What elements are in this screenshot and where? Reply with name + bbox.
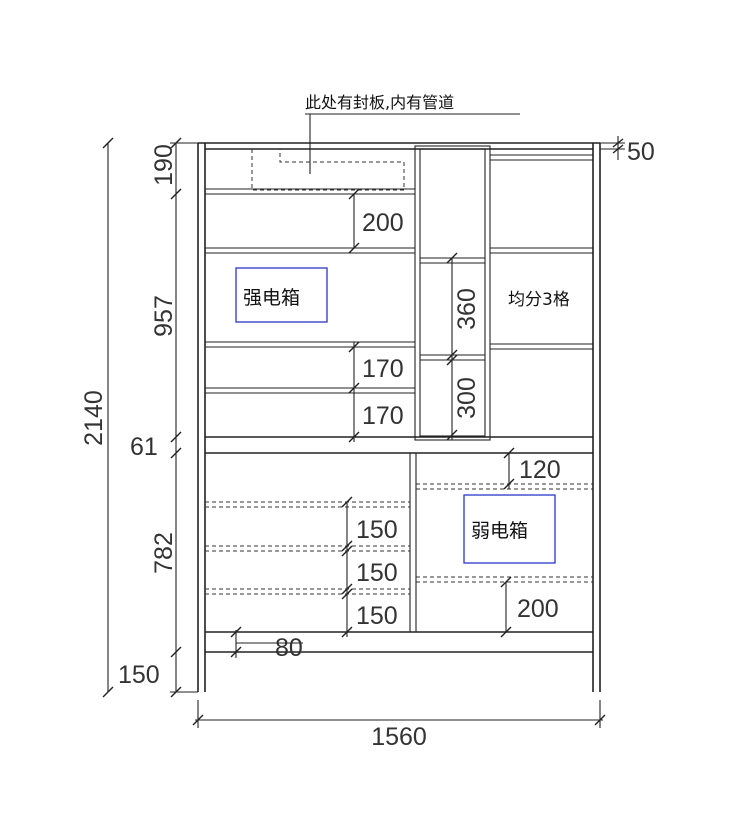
strong-box-outline bbox=[235, 267, 328, 323]
left-dimensions: 2140 190 957 61 782 150 bbox=[80, 137, 198, 698]
sealed-panel-outline bbox=[251, 149, 405, 191]
lower-section bbox=[205, 453, 593, 653]
dim-lower-right-120: 120 bbox=[519, 456, 561, 484]
pipe-note: 此处有封板,内有管道 bbox=[305, 93, 520, 174]
weak-box-outline bbox=[463, 494, 556, 564]
cabinet-frame bbox=[197, 142, 601, 692]
dim-column-300: 300 bbox=[453, 377, 481, 419]
upper-right-shelves bbox=[490, 154, 593, 350]
strong-box-label: 强电箱 bbox=[243, 287, 300, 309]
dim-lower-right-200: 200 bbox=[517, 595, 559, 623]
dim-left-782: 782 bbox=[150, 532, 178, 574]
dim-column-360: 360 bbox=[453, 288, 481, 330]
dim-total-width: 1560 bbox=[371, 723, 427, 751]
dim-lower-150-b: 150 bbox=[356, 559, 398, 587]
lower-right-dimensions: 120 200 bbox=[500, 447, 561, 638]
dim-lower-150-c: 150 bbox=[356, 602, 398, 630]
dim-left-190: 190 bbox=[150, 144, 178, 186]
divide-label: 均分3格 bbox=[508, 290, 570, 310]
dim-left-150: 150 bbox=[118, 661, 160, 689]
upper-left-shelves bbox=[205, 188, 415, 394]
weak-box-label: 弱电箱 bbox=[471, 520, 528, 542]
lower-left-dimensions: 150 150 150 80 bbox=[230, 496, 398, 662]
dim-top-50: 50 bbox=[627, 138, 655, 166]
dim-lower-150-a: 150 bbox=[356, 516, 398, 544]
dim-lower-80: 80 bbox=[275, 634, 303, 662]
middle-divider bbox=[205, 436, 593, 454]
dim-shelf-200: 200 bbox=[362, 209, 404, 237]
upper-shelf-dimensions: 200 170 170 bbox=[348, 188, 404, 443]
dim-total-height: 2140 bbox=[80, 390, 108, 446]
dim-shelf-170-a: 170 bbox=[362, 355, 404, 383]
dim-shelf-170-b: 170 bbox=[362, 402, 404, 430]
dim-left-957: 957 bbox=[150, 295, 178, 337]
top-thickness-dimension: 50 bbox=[600, 136, 655, 166]
column-dimensions: 360 300 bbox=[446, 252, 481, 441]
dim-left-61: 61 bbox=[130, 433, 158, 461]
width-dimension: 1560 bbox=[192, 700, 606, 751]
pipe-note-text: 此处有封板,内有管道 bbox=[305, 93, 454, 112]
